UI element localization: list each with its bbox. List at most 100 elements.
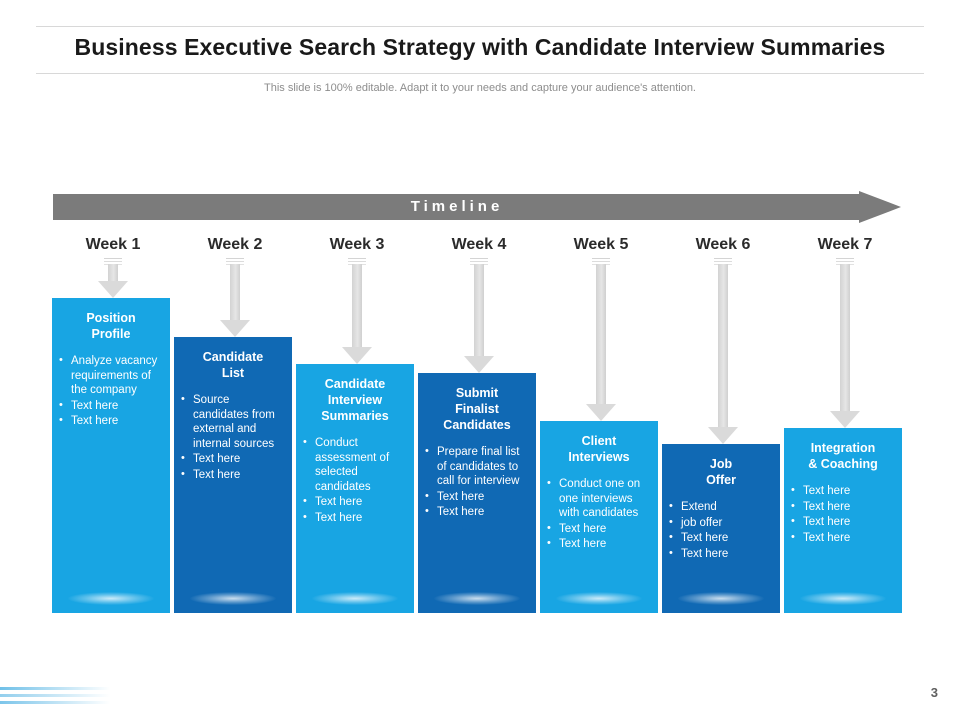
arrow-shaft xyxy=(596,264,606,404)
stage-card-bullet: Text here xyxy=(790,514,898,530)
stage-card-glow xyxy=(190,592,276,605)
stage-card-bullet: Source candidates from external and inte… xyxy=(180,392,288,451)
stage-card-bullet: Prepare final list of candidates to call… xyxy=(424,444,532,489)
footer-decoration xyxy=(0,687,130,709)
stage-card[interactable]: JobOfferExtendjob offerText hereText her… xyxy=(662,444,780,613)
stage-card[interactable]: ClientInterviewsConduct one on one inter… xyxy=(540,421,658,613)
arrow-stripes-icon xyxy=(104,258,122,265)
stage-card-glow xyxy=(678,592,764,605)
slide-header: Business Executive Search Strategy with … xyxy=(0,0,960,78)
week-label: Week 5 xyxy=(573,236,629,253)
footer-deco-line-1 xyxy=(0,687,110,690)
footer-deco-line-2 xyxy=(0,694,110,697)
week-label: Week 4 xyxy=(451,236,507,253)
stage-card[interactable]: PositionProfileAnalyze vacancy requireme… xyxy=(52,298,170,613)
week-label: Week 3 xyxy=(329,236,385,253)
stage-card-bullet: Text here xyxy=(790,499,898,515)
stage-card-bullet: Text here xyxy=(790,483,898,499)
stage-card-glow xyxy=(434,592,520,605)
week-label: Week 2 xyxy=(207,236,263,253)
week-label: Week 7 xyxy=(817,236,873,253)
stage-card-bullet: Analyze vacancy requirements of the comp… xyxy=(58,353,166,398)
stage-card-bullets: Text hereText hereText hereText here xyxy=(790,483,898,546)
arrow-stripes-icon xyxy=(470,258,488,265)
stage-card-bullet: Text here xyxy=(302,510,410,526)
down-arrow-icon xyxy=(220,258,250,337)
arrow-head xyxy=(586,404,616,421)
arrow-head xyxy=(98,281,128,298)
stage-card-bullets: Prepare final list of candidates to call… xyxy=(424,444,532,520)
stage-card-bullets: Analyze vacancy requirements of the comp… xyxy=(58,353,166,429)
stage-card-bullet: Text here xyxy=(546,536,654,552)
stage-card[interactable]: CandidateInterviewSummariesConduct asses… xyxy=(296,364,414,613)
arrow-shaft xyxy=(474,264,484,356)
timeline-label: Timeline xyxy=(410,198,504,215)
arrow-stripes-icon xyxy=(348,258,366,265)
down-arrow-icon xyxy=(464,258,494,373)
week-label: Week 1 xyxy=(85,236,141,253)
stage-card-glow xyxy=(68,592,154,605)
stage-card-glow xyxy=(800,592,886,605)
arrow-shaft xyxy=(230,264,240,320)
stage-card-bullet: Text here xyxy=(546,521,654,537)
down-arrow-icon xyxy=(98,258,128,298)
stage-card-bullet: job offer xyxy=(668,515,776,531)
stage-card-bullet: Text here xyxy=(424,504,532,520)
stage-card[interactable]: CandidateListSource candidates from exte… xyxy=(174,337,292,613)
stage-card-bullet: Text here xyxy=(302,494,410,510)
stage-card-bullets: Extendjob offerText hereText here xyxy=(668,499,776,562)
down-arrow-icon xyxy=(708,258,738,444)
stage-card-bullet: Conduct assessment of selected candidate… xyxy=(302,435,410,494)
page-number: 3 xyxy=(930,685,938,700)
stage-card-bullet: Text here xyxy=(180,451,288,467)
stage-card-bullet: Text here xyxy=(58,413,166,429)
down-arrow-icon xyxy=(830,258,860,428)
arrow-head xyxy=(220,320,250,337)
stage-card-bullets: Conduct one on one interviews with candi… xyxy=(546,476,654,552)
stage-card-bullet: Text here xyxy=(58,398,166,414)
stage-card-title: Integration& Coaching xyxy=(808,441,878,471)
arrow-shaft xyxy=(352,264,362,347)
arrow-stripes-icon xyxy=(592,258,610,265)
header-divider-top xyxy=(36,26,924,27)
header-divider-bottom xyxy=(36,73,924,74)
arrow-stripes-icon xyxy=(714,258,732,265)
timeline-arrowhead-icon xyxy=(859,191,901,223)
stage-card-bullet: Text here xyxy=(668,530,776,546)
arrow-head xyxy=(830,411,860,428)
arrow-shaft xyxy=(718,264,728,427)
stage-card-glow xyxy=(556,592,642,605)
stage-card-bullet: Extend xyxy=(668,499,776,515)
stage-card-bullet: Text here xyxy=(668,546,776,562)
stage-card-glow xyxy=(312,592,398,605)
stage-card[interactable]: Integration& CoachingText hereText hereT… xyxy=(784,428,902,613)
down-arrow-icon xyxy=(586,258,616,421)
stage-card-bullet: Text here xyxy=(424,489,532,505)
timeline-bar-shaft xyxy=(53,194,861,220)
arrow-head xyxy=(708,427,738,444)
arrow-head xyxy=(464,356,494,373)
arrow-shaft xyxy=(840,264,850,411)
stage-card-bullet: Text here xyxy=(180,467,288,483)
down-arrow-icon xyxy=(342,258,372,364)
week-label: Week 6 xyxy=(695,236,751,253)
footer-deco-line-3 xyxy=(0,701,110,704)
page-title: Business Executive Search Strategy with … xyxy=(74,34,886,60)
arrow-head xyxy=(342,347,372,364)
stage-card-bullets: Conduct assessment of selected candidate… xyxy=(302,435,410,526)
stage-card[interactable]: SubmitFinalistCandidatesPrepare final li… xyxy=(418,373,536,613)
page-subtitle: This slide is 100% editable. Adapt it to… xyxy=(264,82,696,94)
timeline-bar: Timeline xyxy=(53,191,901,223)
arrow-stripes-icon xyxy=(226,258,244,265)
arrow-shaft xyxy=(108,264,118,281)
stage-card-bullet: Conduct one on one interviews with candi… xyxy=(546,476,654,521)
stage-card-bullet: Text here xyxy=(790,530,898,546)
arrow-stripes-icon xyxy=(836,258,854,265)
